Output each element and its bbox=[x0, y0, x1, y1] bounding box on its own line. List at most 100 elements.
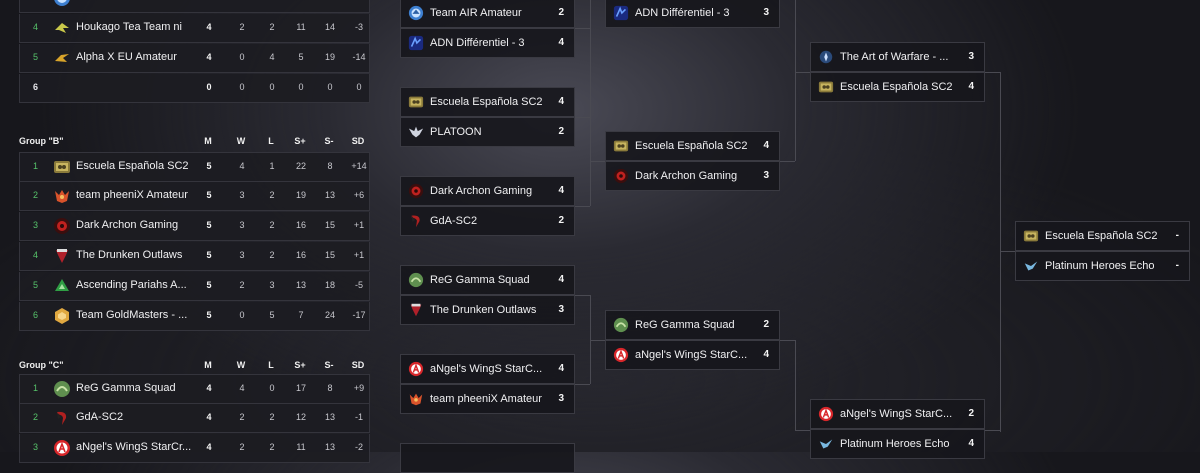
team-name[interactable]: Escuela Española SC2 bbox=[430, 96, 543, 108]
bracket-connector bbox=[780, 340, 795, 341]
team-name[interactable]: Escuela Española SC2 bbox=[76, 160, 189, 172]
team-name[interactable]: The Art of Warfare - ... bbox=[840, 51, 949, 63]
team-name[interactable]: Team AIR Amateur bbox=[430, 7, 522, 19]
match-slot[interactable] bbox=[400, 443, 575, 473]
team-name[interactable]: Team GoldMasters - ... bbox=[76, 309, 188, 321]
art-of-warfare-logo-icon bbox=[818, 49, 834, 65]
team-name[interactable]: aNgel's WingS StarC... bbox=[430, 363, 543, 375]
team-name[interactable]: Dark Archon Gaming bbox=[430, 185, 533, 197]
team-name[interactable]: ADN Différentiel - 3 bbox=[635, 7, 730, 19]
team-name[interactable]: GdA-SC2 bbox=[76, 411, 124, 423]
column-header-m: M bbox=[204, 360, 212, 370]
team-name[interactable]: Houkago Tea Team ni bbox=[76, 21, 182, 33]
match-slot[interactable]: aNgel's WingS StarC...4 bbox=[400, 354, 575, 384]
team-name[interactable]: ReG Gamma Squad bbox=[430, 274, 530, 286]
team-name[interactable]: aNgel's WingS StarCr... bbox=[76, 441, 192, 453]
team-name[interactable]: Platinum Heroes Echo bbox=[1045, 260, 1155, 272]
stat-sm: 14 bbox=[324, 22, 335, 32]
escuela-espanola-logo-icon bbox=[818, 79, 834, 95]
goldmasters-logo-icon bbox=[53, 307, 71, 325]
team-name[interactable]: aNgel's WingS StarC... bbox=[635, 349, 748, 361]
stat-sd: +9 bbox=[353, 383, 365, 393]
stat-sd: +1 bbox=[353, 250, 365, 260]
team-name[interactable]: ADN Différentiel - 3 bbox=[430, 37, 525, 49]
team-score: 2 bbox=[558, 126, 564, 137]
team-name[interactable]: Escuela Española SC2 bbox=[840, 81, 953, 93]
stat-m: 5 bbox=[206, 161, 212, 171]
stat-sm: 12 bbox=[315, 0, 345, 2]
stat-sd: -1 bbox=[354, 412, 363, 422]
team-name[interactable]: Ascending Pariahs A... bbox=[76, 279, 187, 291]
team-name[interactable]: Dark Archon Gaming bbox=[635, 170, 738, 182]
team-name[interactable]: Platinum Heroes Echo bbox=[840, 438, 950, 450]
team-name[interactable]: Team AIR Amateur bbox=[76, 0, 192, 3]
team-name[interactable]: aNgel's WingS StarC... bbox=[840, 408, 953, 420]
escuela-espanola-logo-icon bbox=[613, 138, 629, 154]
team-name[interactable]: PLATOON bbox=[430, 126, 482, 138]
reg-gamma-logo-icon bbox=[613, 317, 629, 333]
team-name[interactable]: Escuela Española SC2 bbox=[635, 140, 748, 152]
match-slot[interactable]: team pheeniX Amateur 3 bbox=[400, 384, 575, 414]
team-name[interactable]: ReG Gamma Squad bbox=[76, 382, 176, 394]
match-slot[interactable]: aNgel's WingS StarC...2 bbox=[810, 399, 985, 429]
stat-sd: -5 bbox=[354, 280, 363, 290]
stat-sp: 17 bbox=[295, 383, 306, 393]
rank-number: 4 bbox=[33, 22, 39, 32]
team-name[interactable]: Dark Archon Gaming bbox=[76, 219, 179, 231]
team-name[interactable]: team pheeniX Amateur bbox=[76, 189, 188, 201]
team-name[interactable]: ReG Gamma Squad bbox=[635, 319, 735, 331]
stat-m: 4 bbox=[194, 0, 224, 2]
bracket-connector bbox=[590, 161, 605, 162]
bracket-connector bbox=[575, 206, 590, 207]
team-name[interactable]: Escuela Española SC2 bbox=[1045, 230, 1158, 242]
team-score: 4 bbox=[558, 37, 564, 48]
stat-m: 4 bbox=[206, 383, 212, 393]
match-slot[interactable]: Escuela Española SC2- bbox=[1015, 221, 1190, 251]
match-slot[interactable]: ADN Différentiel - 3 4 bbox=[400, 28, 575, 58]
team-name[interactable]: GdA-SC2 bbox=[430, 215, 478, 227]
team-name[interactable]: The Drunken Outlaws bbox=[76, 249, 183, 261]
match-slot[interactable]: PLATOON 2 bbox=[400, 117, 575, 147]
bracket-connector bbox=[575, 117, 590, 118]
column-header-l: L bbox=[268, 136, 274, 146]
stat-sd: -2 bbox=[354, 442, 363, 452]
team-name[interactable]: team pheeniX Amateur bbox=[430, 393, 542, 405]
rank-number: 5 bbox=[33, 280, 39, 290]
group-a-row[interactable]: 3Team AIR Amateur4221412+2 bbox=[19, 0, 370, 13]
team-name[interactable]: Alpha X EU Amateur bbox=[76, 51, 177, 63]
stat-sp: 0 bbox=[298, 82, 304, 92]
team-name[interactable]: The Drunken Outlaws bbox=[430, 304, 537, 316]
match-slot[interactable]: The Art of Warfare - ...3 bbox=[810, 42, 985, 72]
column-header-sp: S+ bbox=[294, 136, 306, 146]
team-score: 3 bbox=[558, 393, 564, 404]
match-slot[interactable]: aNgel's WingS StarC...4 bbox=[605, 340, 780, 370]
stat-l: 2 bbox=[269, 412, 275, 422]
bracket-connector bbox=[795, 430, 810, 431]
match-slot[interactable]: Platinum Heroes Echo- bbox=[1015, 251, 1190, 281]
